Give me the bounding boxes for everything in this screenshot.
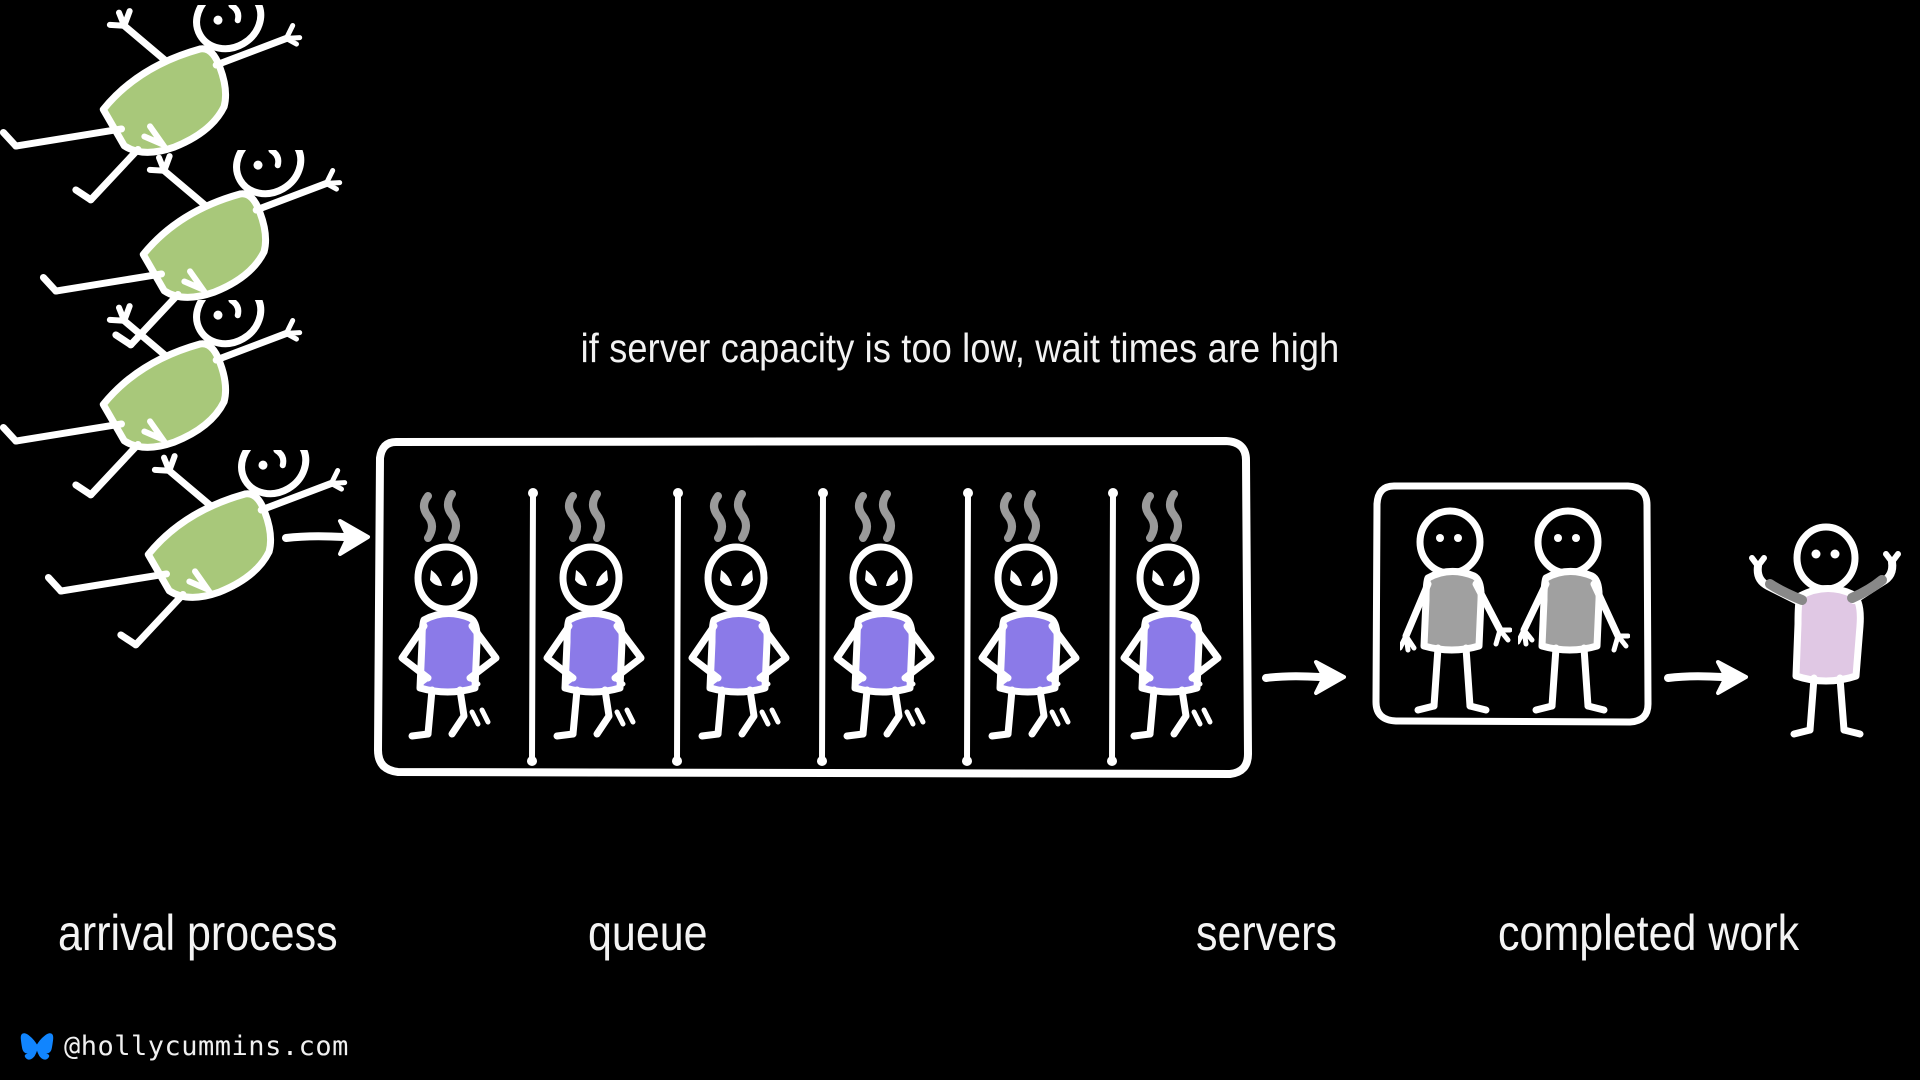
queue-waiting-person: [688, 490, 798, 740]
queue-divider-rail: [1106, 487, 1120, 767]
queue-divider-rail: [961, 487, 975, 767]
anger-steam-icon: [710, 490, 750, 542]
footer-handle-text: @hollycummins.com: [64, 1031, 349, 1062]
arrow-queue-to-servers-icon: [1262, 655, 1354, 699]
stage-label-completed-work: completed work: [1498, 905, 1800, 961]
queue-waiting-person: [833, 490, 943, 740]
servers-box-outline: [1372, 482, 1652, 726]
arriving-work-item: [0, 0, 320, 205]
servers-container: [1368, 478, 1656, 730]
queue-divider-rail: [526, 487, 540, 767]
anger-steam-icon: [1000, 490, 1040, 542]
server-person: [1397, 500, 1513, 718]
queue-waiting-person: [543, 490, 653, 740]
footer-watermark: @hollycummins.com: [20, 1031, 349, 1062]
bluesky-butterfly-icon: [20, 1032, 54, 1062]
stage-label-queue: queue: [588, 905, 708, 961]
server-person: [1515, 500, 1631, 718]
anger-steam-icon: [1142, 490, 1182, 542]
queue-divider-rail: [671, 487, 685, 767]
anger-steam-icon: [855, 490, 895, 542]
queue-waiting-person: [1120, 490, 1230, 740]
stage-label-arrival-process: arrival process: [58, 905, 338, 961]
completed-work-person: [1748, 518, 1908, 738]
anger-steam-icon: [565, 490, 605, 542]
page-title: if server capacity is too low, wait time…: [580, 325, 1340, 371]
queue-waiting-person: [398, 490, 508, 740]
anger-steam-icon: [420, 490, 460, 542]
stage-label-servers: servers: [1196, 905, 1337, 961]
queue-box-outline: [374, 437, 1252, 778]
queue-waiting-person: [978, 490, 1088, 740]
queue-container: [368, 432, 1258, 782]
arrival-process-group: [0, 0, 380, 760]
queue-divider-rail: [816, 487, 830, 767]
arrow-arrival-to-queue-icon: [282, 515, 380, 559]
arriving-work-item: [0, 280, 320, 500]
arrow-servers-to-completed-icon: [1664, 655, 1756, 699]
